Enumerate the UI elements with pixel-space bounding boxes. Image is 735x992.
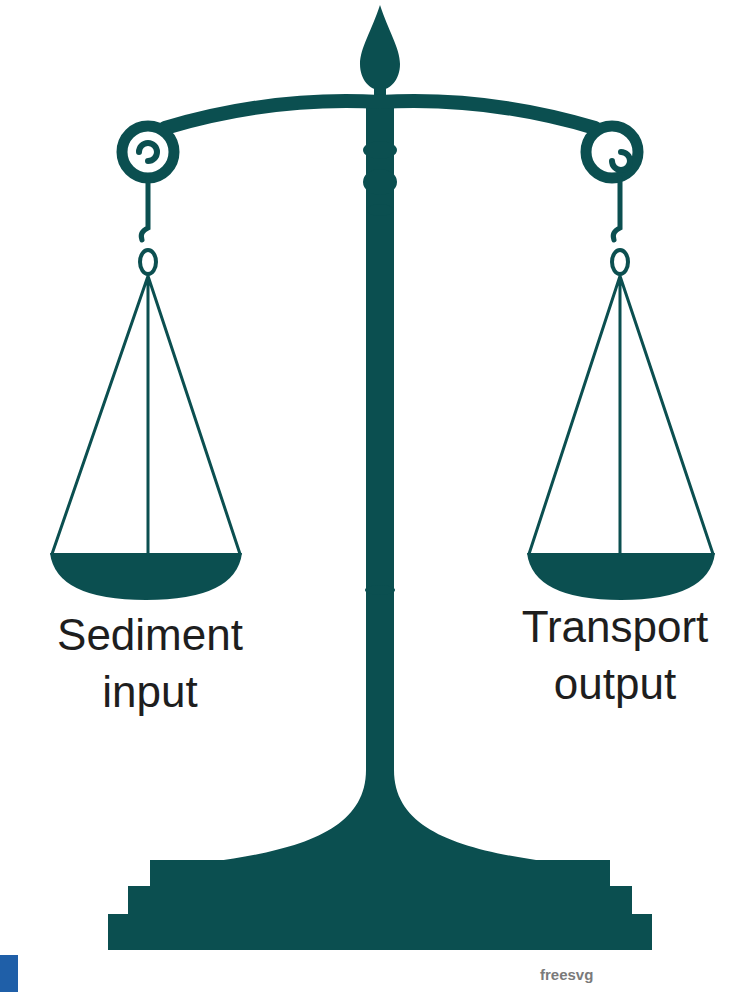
pan-label: Transport output: [505, 598, 725, 712]
watermark: freesvg: [540, 966, 593, 983]
pan-label: Sediment input: [30, 606, 270, 720]
corner-mark: [0, 955, 18, 992]
